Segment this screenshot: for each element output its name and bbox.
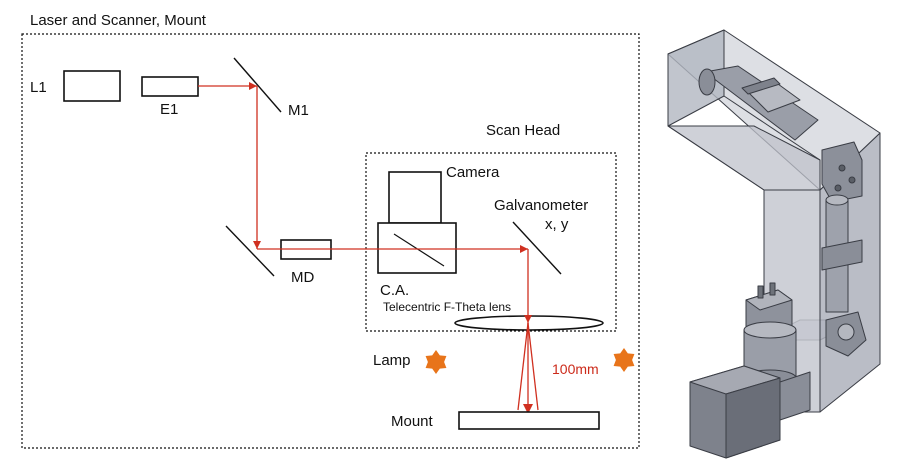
- galvanometer-axes-label: x, y: [545, 216, 569, 233]
- laser-l1: [63, 70, 121, 102]
- scan-head-label: Scan Head: [486, 122, 560, 139]
- galvanometer-mirror: [512, 221, 562, 275]
- camera-adapter-label: C.A.: [380, 282, 409, 299]
- lamp-right-icon: [613, 348, 635, 372]
- cad-rendering: [667, 29, 881, 459]
- galvanometer-label: Galvanometer: [494, 197, 588, 214]
- scan-head-boundary: [365, 152, 617, 332]
- lamp-label: Lamp: [373, 352, 411, 369]
- mirror1-label: M1: [288, 102, 309, 119]
- mirror-m1: [233, 57, 282, 113]
- dichroic-mirror: [225, 225, 275, 277]
- mount-label: Mount: [391, 413, 434, 430]
- beam-expander-e1: [141, 76, 199, 97]
- cad-galvo-block: [821, 141, 863, 203]
- laser-scanner-mount-boundary: [21, 33, 640, 449]
- sample-mount: [458, 411, 600, 430]
- schematic-diagram: Laser and Scanner, Mount Scan Head L1 E1…: [21, 12, 640, 449]
- cad-lower-box: [689, 365, 811, 459]
- cad-laser-tube: [698, 65, 819, 141]
- beam-arrowheads: [249, 82, 533, 414]
- cad-vertical-tube: [821, 194, 867, 357]
- lamp-left-icon: [425, 350, 447, 374]
- lens-label: Telecentric F-Theta lens: [383, 300, 511, 314]
- camera-body: [388, 171, 442, 224]
- outer-box-label: Laser and Scanner, Mount: [30, 12, 207, 29]
- laser-beam-path: [198, 85, 539, 411]
- laser-label: L1: [30, 79, 47, 96]
- camera-adapter-splitter: [393, 233, 445, 267]
- working-distance-label: 100mm: [552, 361, 599, 377]
- camera-label: Camera: [446, 164, 500, 181]
- expander-label: E1: [160, 101, 178, 118]
- dichroic-label: MD: [291, 269, 314, 286]
